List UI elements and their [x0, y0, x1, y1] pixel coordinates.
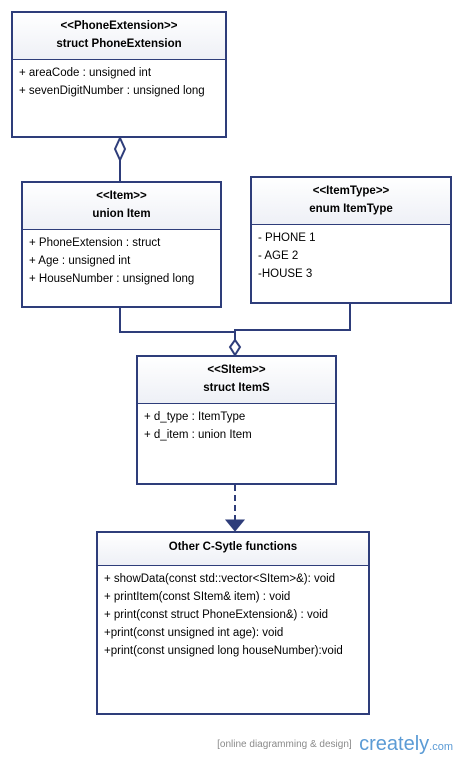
- aggregation-line-itemtype-to-sitem: [234, 304, 351, 340]
- aggregation-diamond-sitem: [228, 338, 242, 357]
- member: + d_item : union Item: [144, 429, 252, 441]
- item-class-box[interactable]: <<Item>> union Item + PhoneExtension : s…: [21, 181, 222, 308]
- member: +print(const unsigned long houseNumber):…: [104, 645, 343, 657]
- sitem-name: struct ItemS: [203, 382, 270, 394]
- member: + print(const struct PhoneExtension&) : …: [104, 609, 329, 621]
- footer-tagline: [online diagramming & design]: [217, 739, 352, 750]
- phoneextension-stereotype: <<PhoneExtension>>: [60, 20, 178, 32]
- member: - PHONE 1: [258, 232, 316, 244]
- itemtype-stereotype: <<ItemType>>: [312, 185, 390, 197]
- member: -HOUSE 3: [258, 268, 313, 280]
- aggregation-diamond-phoneextension: [113, 135, 127, 163]
- itemtype-members: - PHONE 1 - AGE 2 -HOUSE 3: [252, 225, 450, 287]
- itemtype-header: <<ItemType>> enum ItemType: [252, 178, 450, 225]
- phoneextension-name: struct PhoneExtension: [56, 38, 182, 50]
- sitem-members: + d_type : ItemType + d_item : union Ite…: [138, 404, 335, 448]
- dependency-arrowhead: [224, 519, 246, 532]
- brand-name: creately: [359, 733, 430, 755]
- functions-members: + showData(const std::vector<SItem>&): v…: [98, 566, 368, 664]
- member: + HouseNumber : unsigned long: [29, 273, 195, 285]
- item-members: + PhoneExtension : struct + Age : unsign…: [23, 230, 220, 292]
- item-stereotype: <<Item>>: [96, 190, 147, 202]
- functions-class-box[interactable]: Other C-Sytle functions + showData(const…: [96, 531, 370, 715]
- member: + Age : unsigned int: [29, 255, 131, 267]
- creately-watermark: [online diagramming & design] creately.c…: [217, 733, 453, 756]
- member: + sevenDigitNumber : unsigned long: [19, 85, 205, 97]
- functions-header: Other C-Sytle functions: [98, 533, 368, 566]
- member: +print(const unsigned int age): void: [104, 627, 284, 639]
- aggregation-line-item-to-sitem: [119, 308, 235, 333]
- sitem-header: <<SItem>> struct ItemS: [138, 357, 335, 404]
- item-header: <<Item>> union Item: [23, 183, 220, 230]
- member: + d_type : ItemType: [144, 411, 246, 423]
- sitem-class-box[interactable]: <<SItem>> struct ItemS + d_type : ItemTy…: [136, 355, 337, 485]
- phoneextension-class-box[interactable]: <<PhoneExtension>> struct PhoneExtension…: [11, 11, 227, 138]
- itemtype-class-box[interactable]: <<ItemType>> enum ItemType - PHONE 1 - A…: [250, 176, 452, 304]
- member: + showData(const std::vector<SItem>&): v…: [104, 573, 336, 585]
- member: + areaCode : unsigned int: [19, 67, 152, 79]
- member: + printItem(const SItem& item) : void: [104, 591, 291, 603]
- member: - AGE 2: [258, 250, 299, 262]
- item-name: union Item: [92, 208, 151, 220]
- phoneextension-header: <<PhoneExtension>> struct PhoneExtension: [13, 13, 225, 60]
- brand-suffix: .com: [429, 741, 453, 753]
- functions-name: Other C-Sytle functions: [168, 541, 298, 553]
- sitem-stereotype: <<SItem>>: [207, 364, 266, 376]
- phoneextension-members: + areaCode : unsigned int + sevenDigitNu…: [13, 60, 225, 104]
- creately-logo: creately.com: [359, 733, 453, 755]
- itemtype-name: enum ItemType: [309, 203, 393, 215]
- member: + PhoneExtension : struct: [29, 237, 161, 249]
